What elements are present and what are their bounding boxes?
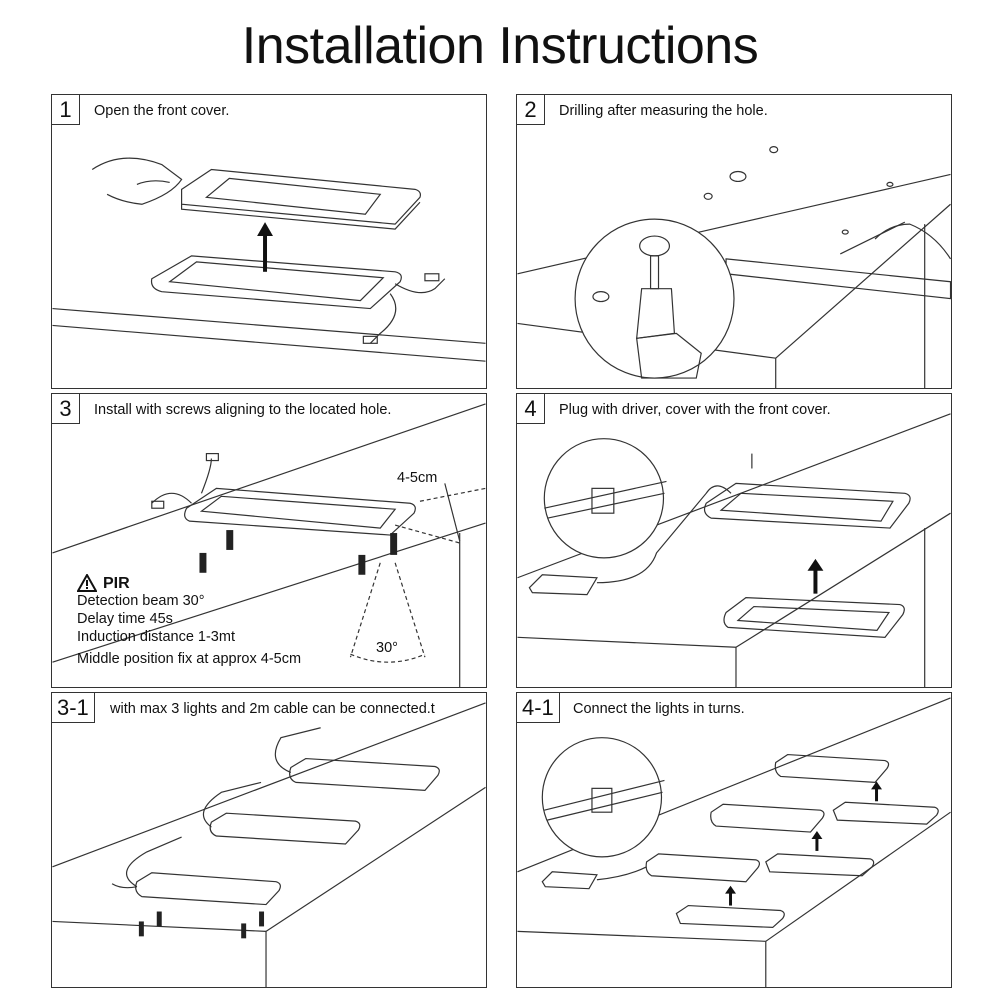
screw-install-illustration	[52, 403, 486, 687]
page-title: Installation Instructions	[241, 17, 759, 75]
warning-triangle-icon	[77, 574, 97, 592]
step-caption: Plug with driver, cover with the front c…	[559, 402, 831, 418]
step-3-panel: 3 Install with screws aligning to the lo…	[51, 393, 487, 688]
connect-lights-illustration	[517, 697, 951, 987]
step-3-1-panel: 3-1 with max 3 lights and 2m cable can b…	[51, 692, 487, 988]
step-4-1-panel: 4-1 Connect the lights in turns.	[516, 692, 952, 988]
step-caption: Open the front cover.	[94, 103, 230, 119]
up-arrow-icon	[807, 558, 824, 594]
up-arrow-icon	[725, 781, 882, 906]
pir-line: Induction distance 1-3mt	[77, 629, 235, 645]
step-number: 4	[517, 394, 545, 424]
step-number: 2	[517, 95, 545, 125]
pir-line: Delay time 45s	[77, 611, 173, 627]
step-number: 3-1	[52, 693, 95, 723]
step-2-panel: 2 Drilling after measuring the hole.	[516, 94, 952, 389]
step-caption: with max 3 lights and 2m cable can be co…	[110, 701, 435, 717]
step-caption: Connect the lights in turns.	[573, 701, 745, 717]
step-caption: Install with screws aligning to the loca…	[94, 402, 392, 418]
open-cover-illustration	[52, 157, 486, 362]
pir-heading: PIR	[103, 574, 130, 592]
drilling-illustration	[517, 146, 951, 388]
pir-line: Detection beam 30°	[77, 593, 205, 609]
step-number: 1	[52, 95, 80, 125]
up-arrow-icon	[257, 222, 273, 272]
screw-icon	[138, 911, 265, 939]
step-caption: Drilling after measuring the hole.	[559, 103, 768, 119]
pir-spec-block: PIR Detection beam 30° Delay time 45s In…	[77, 574, 301, 669]
plug-driver-illustration	[517, 413, 951, 687]
screw-icon	[199, 530, 398, 575]
angle-label: 30°	[376, 640, 398, 656]
distance-label: 4-5cm	[397, 470, 438, 486]
step-number: 3	[52, 394, 80, 424]
step-number: 4-1	[517, 693, 560, 723]
step-1-panel: 1 Open the front cover.	[51, 94, 487, 389]
step-4-panel: 4 Plug with driver, cover with the front…	[516, 393, 952, 688]
pir-line: Middle position fix at approx 4-5cm	[77, 651, 302, 667]
chain-connection-illustration	[52, 702, 486, 987]
